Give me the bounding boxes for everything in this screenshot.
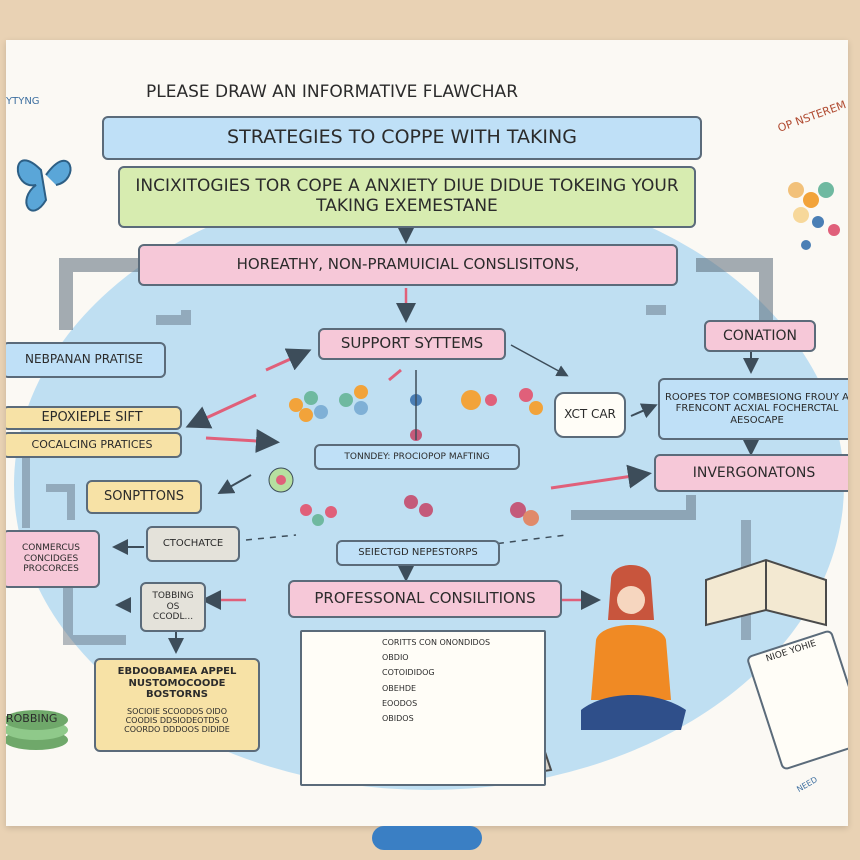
bottom-left-item: SOCIOIE SCOODOS OIDO — [126, 706, 228, 716]
epox-box: EPOXIEPLE SIFT — [6, 406, 182, 430]
arrow-right-down — [696, 258, 773, 320]
flow-subtitle: INCIXITOGIES TOR COPE A ANXIETY DIUE DID… — [118, 166, 696, 228]
paper-sheet: PLEASE DRAW AN INFORMATIVE FLAWCHAR YTYN… — [6, 40, 848, 826]
tobbing-box: TOBBING OS CCODL... — [140, 582, 206, 632]
flow-title: STRATEGIES TO COPPE WITH TAKING — [102, 116, 702, 160]
pen-icon — [372, 826, 482, 850]
coin-stack-icon — [6, 710, 68, 750]
conation-box: CONATION — [704, 320, 816, 352]
bottom-left-box: EBDOOBAMEA APPEL NUSTOMOCOODE BOSTORNS S… — [94, 658, 260, 752]
arrow-left-down — [59, 258, 146, 330]
coalcing-box: COCALCING PRATICES — [6, 432, 182, 458]
selected-box: SEIECTGD NEPESTORPS — [336, 540, 500, 566]
bottom-left-item: COORDO DDDOOS DIDIDE — [124, 724, 230, 734]
butterfly-icon — [16, 159, 72, 212]
commerus-box: CONMERCUS CONCIDGES PROCORCES — [6, 530, 100, 588]
ctochatce-box: CTOCHATCE — [146, 526, 240, 562]
top-bar-box: HOREATHY, NON-PRAMUICIAL CONSLISITONS, — [138, 244, 678, 286]
xct-car-box: XCT CAR — [554, 392, 626, 438]
pills-cluster-icon — [788, 182, 840, 250]
prompt-text: PLEASE DRAW AN INFORMATIVE FLAWCHAR — [146, 82, 518, 102]
bottom-left-title: EBDOOBAMEA APPEL NUSTOMOCOODE BOSTORNS — [117, 666, 237, 700]
meditating-person-icon — [581, 565, 686, 730]
nebpanan-box: NEBPANAN PRATISE — [6, 342, 166, 378]
arrow-center-left — [156, 310, 191, 325]
panel-item: OBIDOS — [382, 713, 414, 723]
support-systems-box: SUPPORT SYTTEMS — [318, 328, 506, 360]
sonpttons-box: SONPTTONS — [86, 480, 202, 514]
panel-item: OBEHDE — [382, 683, 417, 693]
panel-item: EOODOS — [382, 698, 418, 708]
panel-title: CORITTS CON ONONDIDOS — [382, 638, 491, 647]
stack-label: ROBBING — [6, 712, 58, 725]
right-block-box: ROOPES TOP COMBESIONG FROUY A FRENCONT A… — [658, 378, 848, 440]
book-icon — [705, 558, 827, 627]
panel-item: OBDIO — [382, 653, 409, 663]
molecule-icon — [268, 368, 543, 526]
tonndey-box: TONNDEY: PROCIOPOP MAFTING — [314, 444, 520, 470]
professional-consultations-box: PROFESSONAL CONSILITIONS — [288, 580, 562, 618]
corner-left-text: YTYNG — [6, 96, 40, 107]
bottom-left-item: COODIS DDSIODEOTDS O — [125, 715, 229, 725]
investigations-box: INVERGONATONS — [654, 454, 848, 492]
illustration-panel: CORITTS CON ONONDIDOS OBDIO COTOIDIDOG O… — [300, 630, 546, 786]
panel-item: COTOIDIDOG — [382, 668, 435, 678]
